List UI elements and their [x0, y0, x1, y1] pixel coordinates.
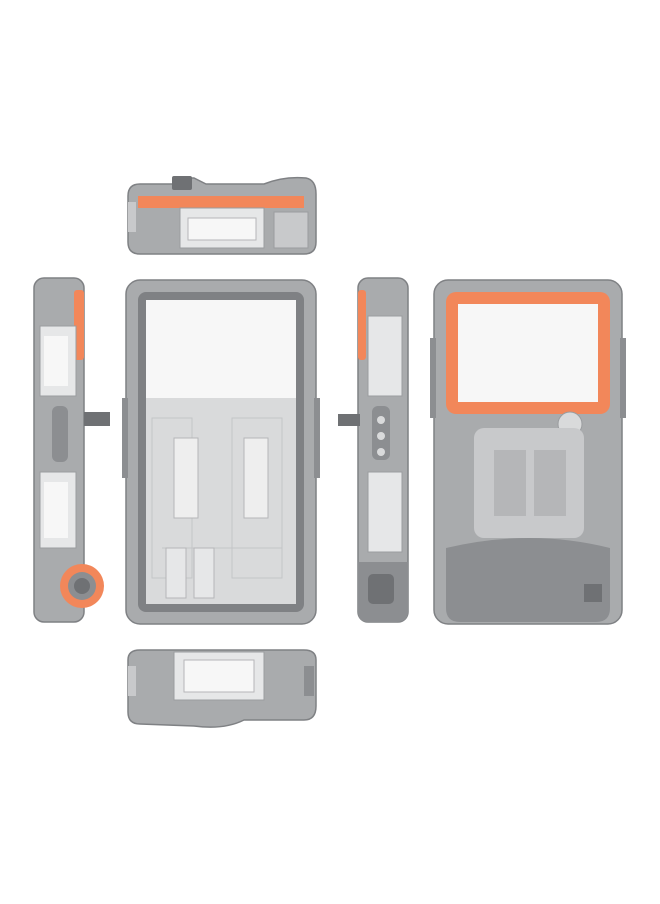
- orange-gasket-edge: [138, 196, 304, 208]
- back-view: [430, 278, 626, 626]
- phone-clamp-left: [173, 437, 199, 519]
- grip: [446, 538, 610, 622]
- bottom-view: [124, 646, 320, 732]
- front-view: [122, 278, 320, 626]
- valve-knob-right: [338, 414, 360, 426]
- valve-knob-top: [172, 176, 192, 190]
- top-view: [124, 172, 320, 256]
- right-side-view: [338, 276, 414, 626]
- valve-knob-left: [84, 412, 110, 426]
- rear-window: [458, 304, 598, 402]
- phone-clamp-right: [243, 437, 269, 519]
- left-side-view: [30, 276, 116, 626]
- label-plate: [474, 428, 584, 538]
